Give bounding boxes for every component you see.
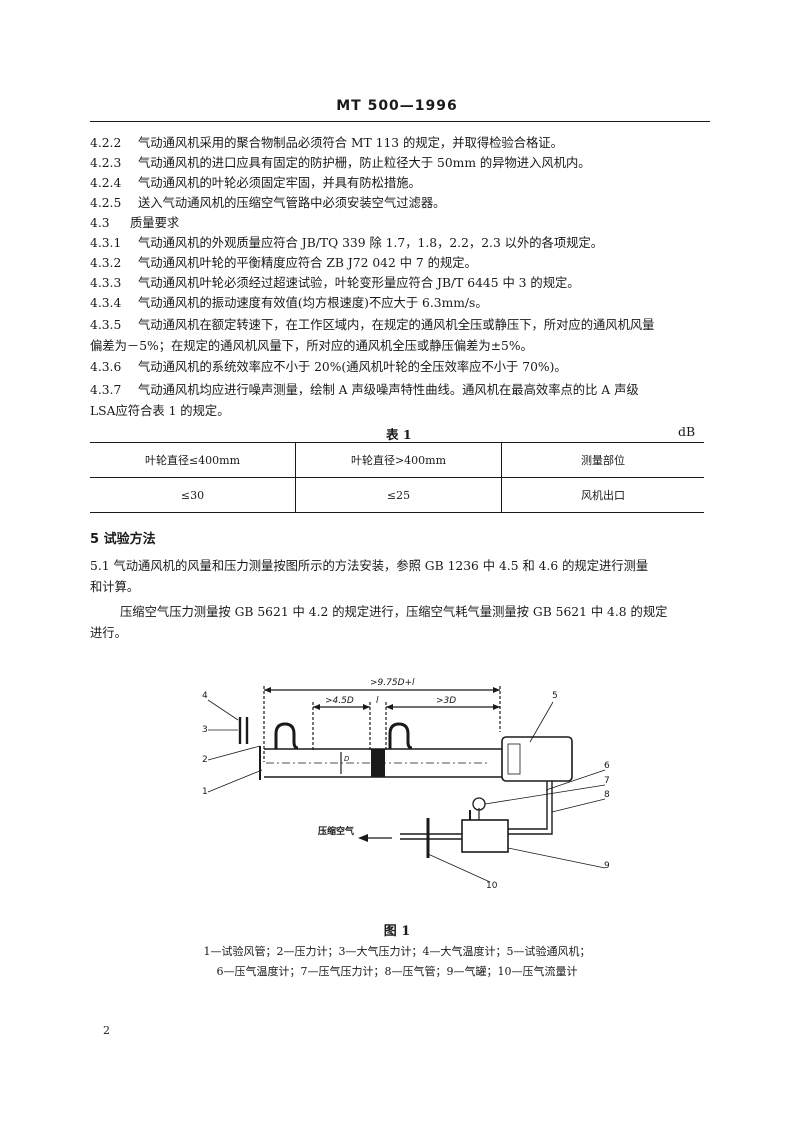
clause-4-2-3: 4.2.3 气动通风机的进口应具有固定的防护栅，防止粒径大于 50mm 的异物进入… [90,155,591,171]
clause-4-3-5-cont: 偏差为－5%；在规定的通风机风量下，所对应的通风机全压或静压偏差为±5%。 [90,338,533,354]
clause-4-2-5: 4.2.5 送入气动通风机的压缩空气管路中必须安装空气过滤器。 [90,195,445,211]
document-header: MT 500—1996 [336,98,458,114]
table-cell: 风机出口 [581,489,625,502]
diameter-label: D [344,755,350,763]
clause-text: 气动通风机在额定转速下，在工作区域内，在规定的通风机全压或静压下，所对应的通风机… [138,318,655,332]
clause-text: LSA应符合表 1 的规定。 [90,404,230,418]
table-header-cell: 叶轮直径>400mm [295,442,502,478]
clause-4-2-2: 4.2.2 气动通风机采用的聚合物制品必须符合 MT 113 的规定，并取得检验合… [90,135,563,151]
clause-number: 4.2.4 [90,176,122,190]
clause-number: 4.2.2 [90,136,122,150]
table-cell: ≤30 [90,477,296,513]
leader-line [545,769,606,791]
clause-text: 气动通风机的叶轮必须固定牢固，并具有防松措施。 [138,176,421,190]
clause-text: 气动通风机叶轮必须经过超速试验，叶轮变形量应符合 JB/T 6445 中 3 的… [138,276,580,290]
leader-line [207,745,261,761]
clause-text: 气动通风机的系统效率应不小于 20%(通风机叶轮的全压效率应不小于 70%)。 [138,360,567,374]
clause-4-3-2: 4.3.2 气动通风机叶轮的平衡精度应符合 ZB J72 042 中 7 的规定。 [90,255,477,271]
clause-4-3-3: 4.3.3 气动通风机叶轮必须经过超速试验，叶轮变形量应符合 JB/T 6445 … [90,275,580,291]
header-rule [90,121,710,122]
clause-number: 4.3.2 [90,256,122,270]
clause-text: 质量要求 [130,216,180,230]
air-pipe [508,781,553,835]
clause-text: 气动通风机的外观质量应符合 JB/TQ 339 除 1.7，1.8，2.2，2.… [138,236,604,250]
dimension-left-label: >4.5D [325,696,354,706]
figure-legend-line1: 1—试验风管；2—压力计；3—大气压力计；4—大气温度计；5—试验通风机； [203,945,591,958]
paragraph-2-line1: 压缩空气压力测量按 GB 5621 中 4.2 的规定进行，压缩空气耗气量测量按… [120,605,668,619]
figure-title: 图 1 [383,924,411,939]
clause-number: 4.3.5 [90,318,122,332]
clause-number: 4.3.6 [90,360,122,374]
leader-line [529,701,554,743]
table-unit: dB [678,424,696,439]
clause-text: 气动通风机均应进行噪声测量，绘制 A 声级噪声特性曲线。通风机在最高效率点的比 … [138,383,639,397]
clause-number: 4.3.4 [90,296,122,310]
table-cell: ≤25 [295,477,502,513]
section-5-title: 5 试验方法 [90,532,156,547]
table-1: 叶轮直径≤400mm 叶轮直径>400mm 测量部位 ≤30 ≤25 风机出口 [90,442,704,513]
leader-line [207,769,263,793]
clause-text: 气动通风机的振动速度有效值(均方根速度)不应大于 6.3mm/s。 [138,296,488,310]
clause-text: 气动通风机叶轮的平衡精度应符合 ZB J72 042 中 7 的规定。 [138,256,477,270]
paragraph-2-line2: 进行。 [90,626,127,640]
clause-text: 偏差为－5%；在规定的通风机风量下，所对应的通风机全压或静压偏差为±5%。 [90,339,533,353]
air-tank [461,819,509,853]
clause-number: 4.3.7 [90,383,122,397]
u-tube-gauge [274,722,299,750]
clause-text: 送入气动通风机的压缩空气管路中必须安装空气过滤器。 [138,196,446,210]
clause-text: 气动通风机采用的聚合物制品必须符合 MT 113 的规定，并取得检验合格证。 [138,136,563,150]
clause-4-3-7: 4.3.7 气动通风机均应进行噪声测量，绘制 A 声级噪声特性曲线。通风机在最高效… [90,382,639,398]
callout-7: 7 [604,776,610,786]
table-header-row: 叶轮直径≤400mm 叶轮直径>400mm 测量部位 [90,442,704,478]
table-header-cell: 测量部位 [501,442,704,478]
clause-4-3-7-cont: LSA应符合表 1 的规定。 [90,403,230,419]
clause-number: 4.3 [90,216,110,230]
leader-line [507,847,606,869]
clause-number: 4.2.5 [90,196,122,210]
callout-10: 10 [486,881,498,891]
compressed-air-label: 压缩空气 [318,825,354,837]
clause-number: 4.3.1 [90,236,122,250]
dimension-mid-label: l [376,696,379,706]
clause-4-3-heading: 4.3 质量要求 [90,215,179,231]
table-header-cell: 叶轮直径≤400mm [90,442,296,478]
clause-number: 4.3.3 [90,276,122,290]
clause-5-1-line1: 5.1 气动通风机的风量和压力测量按图所示的方法安装，参照 GB 1236 中 … [90,559,649,573]
air-pipe [508,781,548,830]
callout-9: 9 [604,861,610,871]
clause-text: 气动通风机的进口应具有固定的防护栅，防止粒径大于 50mm 的异物进入风机内。 [138,156,591,170]
leader-line [207,699,239,721]
callout-3: 3 [202,725,208,735]
flow-straightener [371,749,385,777]
figure-legend-line2: 6—压气温度计；7—压气压力计；8—压气管；9—气罐；10—压气流量计 [216,965,578,978]
clause-4-3-1: 4.3.1 气动通风机的外观质量应符合 JB/TQ 339 除 1.7，1.8，2… [90,235,603,251]
callout-5: 5 [552,691,558,701]
leader-line [551,798,606,813]
callout-1: 1 [202,787,208,797]
callout-4: 4 [202,691,208,701]
clause-4-2-4: 4.2.4 气动通风机的叶轮必须固定牢固，并具有防松措施。 [90,175,421,191]
clause-number: 4.2.3 [90,156,122,170]
u-tube-gauge [388,722,413,750]
clause-4-3-5: 4.3.5 气动通风机在额定转速下，在工作区域内，在规定的通风机全压或静压下，所对… [90,317,654,333]
leader-line [484,784,606,805]
callout-6: 6 [604,761,610,771]
table-row: ≤30 ≤25 风机出口 [90,477,704,513]
test-setup-diagram: >9.75D+l >4.5D l >3D D 压缩空气 4 3 2 1 5 6 … [202,678,610,891]
leader-line [427,853,491,883]
table-caption: 表 1 [386,427,412,442]
clause-5-1-line2: 和计算。 [90,580,140,594]
test-fan [501,736,573,782]
page-number: 2 [103,1024,110,1037]
clause-4-3-4: 4.3.4 气动通风机的振动速度有效值(均方根速度)不应大于 6.3mm/s。 [90,295,488,311]
callout-2: 2 [202,755,208,765]
callout-8: 8 [604,790,610,800]
clause-4-3-6: 4.3.6 气动通风机的系统效率应不小于 20%(通风机叶轮的全压效率应不小于 7… [90,359,567,375]
dimension-right-label: >3D [436,696,456,706]
dimension-total-label: >9.75D+l [370,678,415,688]
